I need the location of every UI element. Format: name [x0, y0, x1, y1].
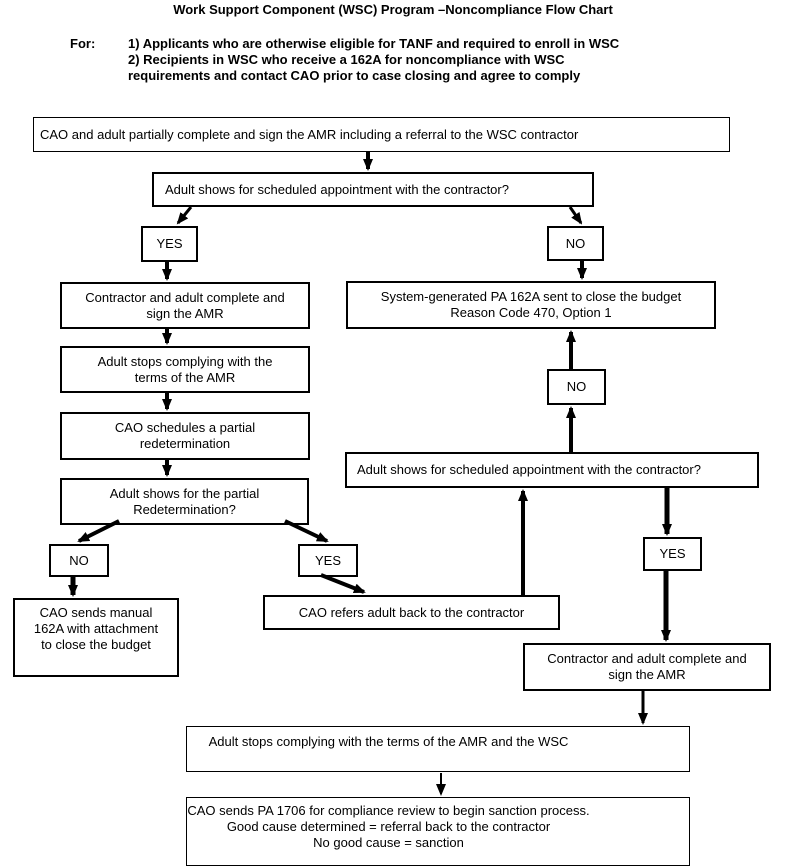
node-adult-stops-complying-amr: Adult stops complying with the terms of … [60, 346, 310, 393]
node-line: Redetermination? [133, 501, 236, 517]
node-line: Contractor and adult complete and [85, 289, 285, 305]
node-contractor-adult-sign-amr-1: Contractor and adult complete and sign t… [60, 282, 310, 329]
node-line: CAO schedules a partial [114, 420, 256, 435]
node-line: CAO sends PA 1706 for compliance review … [187, 803, 590, 818]
node-yes-3: YES [643, 537, 702, 571]
arrow-yes2-to-box-i [320, 573, 366, 594]
node-adult-shows-redetermination: Adult shows for the partial Redeterminat… [60, 478, 309, 525]
node-line: 162A with attachment [33, 621, 159, 636]
node-line: No good cause = sanction [313, 835, 464, 850]
node-adult-shows-appointment-2: Adult shows for scheduled appointment wi… [345, 452, 759, 488]
node-cao-sends-pa1706: CAO sends PA 1706 for compliance review … [186, 797, 690, 866]
node-line: to close the budget [41, 637, 151, 652]
node-system-generated-162a: System-generated PA 162A sent to close t… [346, 281, 716, 329]
node-adult-stops-complying-amr-wsc: Adult stops complying with the terms of … [186, 726, 690, 772]
node-line: redetermination [139, 436, 231, 451]
node-cao-refers-adult-back: CAO refers adult back to the contractor [263, 595, 560, 630]
node-line: CAO sends manual [39, 605, 153, 620]
node-yes-2: YES [298, 544, 358, 577]
node-line: System-generated PA 162A sent to close t… [380, 289, 682, 304]
for-lines: 1) Applicants who are otherwise eligible… [128, 36, 619, 84]
node-line: Contractor and adult complete and [547, 651, 747, 666]
node-line: sign the AMR [608, 667, 686, 682]
node-no-2: NO [49, 544, 109, 577]
node-line: terms of the AMR [134, 369, 236, 385]
for-line-1: 1) Applicants who are otherwise eligible… [128, 36, 620, 51]
for-label: For: [70, 36, 96, 51]
node-line: Reason Code 470, Option 1 [450, 305, 612, 320]
arrow-box-b-to-no1 [568, 206, 583, 225]
for-line-2: 2) Recipients in WSC who receive a 162A … [128, 52, 565, 67]
node-line: Good cause determined = referral back to… [226, 819, 551, 834]
node-line: Adult shows for the partial [109, 485, 260, 501]
page-title: Work Support Component (WSC) Program –No… [173, 2, 613, 17]
node-cao-schedules-redetermination: CAO schedules a partial redetermination [60, 412, 310, 460]
node-no-1: NO [547, 226, 604, 261]
node-line: Adult stops complying with the [97, 353, 273, 369]
for-line-3: requirements and contact CAO prior to ca… [128, 68, 581, 83]
node-no-3: NO [547, 369, 606, 405]
node-adult-shows-appointment-1: Adult shows for scheduled appointment wi… [152, 172, 594, 207]
node-cao-adult-sign-amr: CAO and adult partially complete and sig… [33, 117, 730, 152]
node-cao-sends-manual-162a: CAO sends manual 162A with attachment to… [13, 598, 179, 677]
node-yes-1: YES [141, 226, 198, 262]
node-line: sign the AMR [146, 305, 224, 321]
node-contractor-adult-sign-amr-2: Contractor and adult complete and sign t… [523, 643, 771, 691]
for-note: For: 1) Applicants who are otherwise eli… [70, 36, 619, 84]
arrow-box-b-to-yes1 [176, 206, 193, 225]
